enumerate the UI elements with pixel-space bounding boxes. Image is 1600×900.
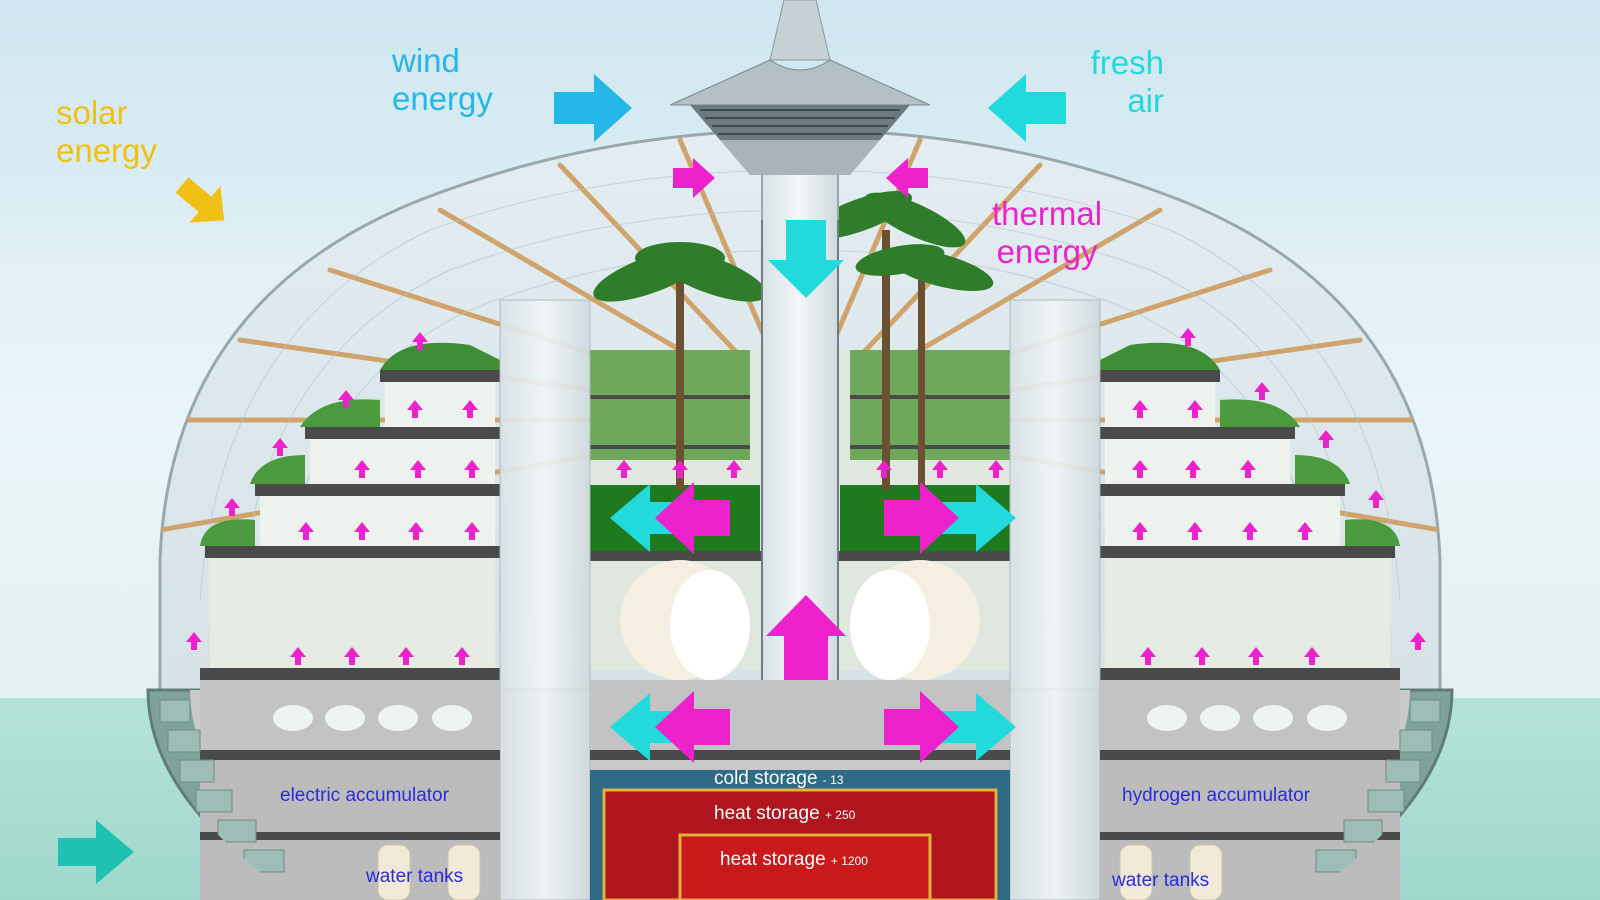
thermal-up-arrow-icon [1368, 490, 1384, 508]
thermal-up-arrow-icon [290, 647, 306, 665]
tank-oval [432, 705, 472, 731]
heat-storage-outer-label: heat storage + 250 [714, 803, 855, 825]
solar-label-line-2: energy [56, 131, 157, 169]
thermal-up-arrow-icon [464, 460, 480, 478]
thermal-up-arrow-icon [407, 400, 423, 418]
water-tanks-right-label: water tanks [1112, 870, 1210, 891]
thermal-up-arrow-icon [408, 522, 424, 540]
thermal-up-arrow-icon [932, 460, 948, 478]
fresh-air-line-2: air [1127, 81, 1164, 119]
sea-arrow-icon [58, 820, 134, 884]
thermal-up-arrow-icon [338, 390, 354, 408]
hydrogen-accumulator-label: hydrogen accumulator [1122, 785, 1310, 806]
thermal-up-arrow-icon [1318, 430, 1334, 448]
thermal-up-arrow-icon [186, 632, 202, 650]
tank-oval [1253, 705, 1293, 731]
thermal-up-arrow-icon [1297, 522, 1313, 540]
heat-storage-outer-value: + 250 [824, 808, 856, 822]
hull-ribs [159, 699, 1441, 873]
cold-storage-value: - 13 [822, 773, 844, 787]
thermal-up-arrow-icon [412, 332, 428, 350]
thermal-up-arrow-icon [1132, 400, 1148, 418]
thermal-energy-label: thermal energy [992, 195, 1102, 271]
thermal-up-arrow-icon [672, 460, 688, 478]
heat-storage-inner-text: heat storage [720, 849, 826, 870]
thermal-up-arrow-icon [298, 522, 314, 540]
thermal-up-arrow-icon [464, 522, 480, 540]
heat-storage-outer-text: heat storage [714, 803, 820, 824]
thermal-up-arrow-icon [1248, 647, 1264, 665]
thermal-up-arrow-icon [1187, 400, 1203, 418]
thermal-up-arrow-icon [1254, 382, 1270, 400]
accumulator-floor [200, 680, 1400, 900]
thermal-up-arrow-icon [1240, 460, 1256, 478]
thermal-up-arrow-icon [1140, 647, 1156, 665]
left-glass-shaft [499, 299, 591, 900]
palm-trees [593, 190, 994, 490]
wind-label-line-2: energy [392, 79, 493, 117]
thermal-up-arrow-icon [1187, 522, 1203, 540]
wind-tower [669, 0, 931, 175]
wind-label-line-1: wind [392, 42, 460, 79]
core-up-arrow-icon [766, 595, 846, 680]
thermal-up-arrow-icon [354, 460, 370, 478]
thermal-up-arrow-icon [454, 647, 470, 665]
cold-storage-text: cold storage [714, 768, 818, 789]
tank-oval [1307, 705, 1347, 731]
tank-oval [378, 705, 418, 731]
tank-oval [273, 705, 313, 731]
thermal-up-arrow-icon [354, 522, 370, 540]
thermal-up-arrow-icon [1180, 328, 1196, 346]
cold-storage-label: cold storage - 13 [714, 768, 843, 790]
thermal-up-arrow-icon [988, 460, 1004, 478]
thermal-up-arrow-icon [726, 460, 742, 478]
fresh-air-line-1: fresh [1090, 44, 1164, 81]
tank-oval [1147, 705, 1187, 731]
solar-label-line-1: solar [56, 94, 128, 131]
heat-storage-inner-label: heat storage + 1200 [720, 849, 868, 871]
thermal-up-arrow-icon [1194, 647, 1210, 665]
left-terraces [200, 342, 500, 680]
thermal-up-arrow-icon [876, 460, 892, 478]
thermal-up-arrow-icon [1185, 460, 1201, 478]
electric-accumulator-label: electric accumulator [280, 785, 449, 806]
thermal-up-arrow-icon [224, 498, 240, 516]
tank-oval [1200, 705, 1240, 731]
atrium-flow-arrows [610, 482, 1016, 763]
thermal-up-arrow-icon [398, 647, 414, 665]
thermal-up-arrow-icon [272, 438, 288, 456]
thermal-up-arrow-icon [1304, 647, 1320, 665]
intake-arrow-icon [673, 158, 928, 198]
thermal-line-2: energy [996, 232, 1098, 270]
fresh-air-label: fresh air [1060, 44, 1164, 120]
thermal-up-arrow-icon [462, 400, 478, 418]
thermal-up-arrow-icon [1242, 522, 1258, 540]
thermal-up-arrow-icon [344, 647, 360, 665]
water-tanks-left-label: water tanks [366, 866, 464, 887]
core-down-arrow-icon [768, 220, 844, 298]
thermal-line-1: thermal [992, 195, 1103, 232]
fresh-air-arrow-icon [988, 74, 1066, 142]
wind-energy-label: wind energy [392, 42, 493, 118]
thermal-up-arrow-icon [616, 460, 632, 478]
storage-vault [590, 770, 1010, 900]
thermal-up-arrow-icon [1132, 460, 1148, 478]
solar-arrow-icon [175, 177, 225, 223]
solar-energy-label: solar energy [56, 94, 157, 170]
wind-arrow-icon [554, 74, 632, 142]
thermal-up-arrow-icon [1410, 632, 1426, 650]
tank-oval [325, 705, 365, 731]
right-glass-shaft [1009, 299, 1101, 900]
heat-storage-inner-value: + 1200 [830, 854, 868, 868]
thermal-up-arrow-icon [1132, 522, 1148, 540]
thermal-up-arrow-icon [410, 460, 426, 478]
thermal-flow-arrows [186, 328, 1426, 665]
